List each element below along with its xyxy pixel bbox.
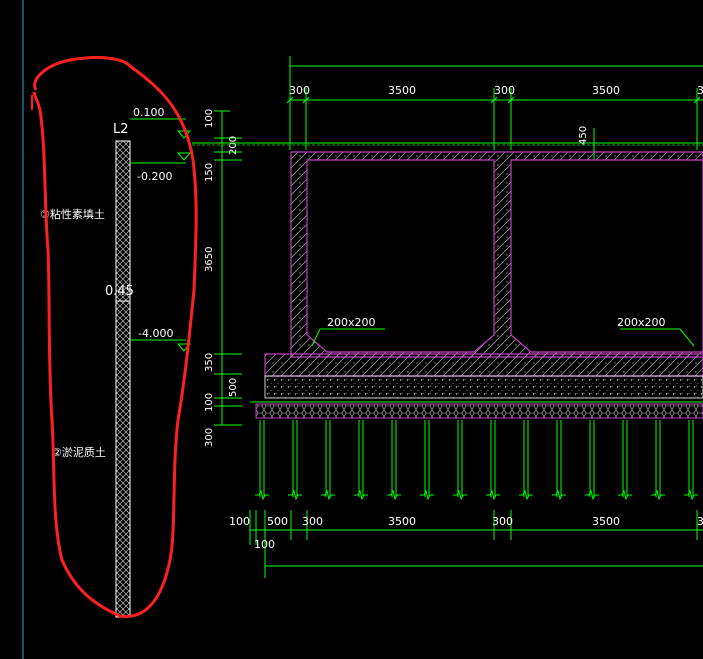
pile xyxy=(519,420,533,501)
pile xyxy=(651,420,665,501)
elevation-2: -0.200 xyxy=(137,170,172,183)
elevation-top: 0.100 xyxy=(133,106,165,119)
red-annotation-loop xyxy=(32,56,198,618)
elevation-3: -4.000 xyxy=(138,327,173,340)
vdim-4: 3650 xyxy=(204,247,215,272)
bottom-dim-4: 300 xyxy=(492,515,513,528)
pile xyxy=(585,420,599,501)
bottom-dim-5: 3500 xyxy=(592,515,620,528)
borehole-lower-fill xyxy=(115,300,131,618)
pile xyxy=(453,420,467,501)
vdim-5: 350 xyxy=(204,353,215,372)
cell-1 xyxy=(306,159,495,353)
top-dim-4: 3500 xyxy=(592,84,620,97)
culvert-section: 450 200x200 200x200 xyxy=(192,126,703,501)
bottom-dim-6: 3 xyxy=(697,515,703,528)
vdim-8: 300 xyxy=(204,428,215,447)
vdim-7: 100 xyxy=(204,393,215,412)
bottom-dim-3: 3500 xyxy=(388,515,416,528)
borehole-scale: 0.45 xyxy=(105,284,134,299)
pile xyxy=(354,420,368,501)
bottom-dim-1: 500 xyxy=(267,515,288,528)
borehole-id: L2 xyxy=(113,122,129,137)
top-dimension-chain: 300 3500 300 3500 3 xyxy=(286,56,703,150)
bottom-dim-2: 300 xyxy=(302,515,323,528)
cover-label: 450 xyxy=(578,126,589,145)
bottom-dimension-chain: 100 500 300 3500 300 3500 3 100 xyxy=(229,510,703,578)
pile xyxy=(684,420,698,501)
pile xyxy=(486,420,500,501)
pile xyxy=(552,420,566,501)
soil-layer-1: ①粘性素填土 xyxy=(40,207,105,221)
haunch-label-2: 200x200 xyxy=(617,316,666,329)
borehole-upper-fill xyxy=(115,140,131,302)
top-dim-2: 3500 xyxy=(388,84,416,97)
vdim-3: 150 xyxy=(204,163,215,182)
vdim-6: 500 xyxy=(228,378,239,397)
pile xyxy=(321,420,335,501)
pile xyxy=(255,420,269,501)
top-dim-3: 300 xyxy=(494,84,515,97)
vdim-1: 100 xyxy=(204,109,215,128)
top-dim-1: 300 xyxy=(289,84,310,97)
bottom-dim-7: 100 xyxy=(254,538,275,551)
pile xyxy=(420,420,434,501)
pile xyxy=(387,420,401,501)
haunch-label-1: 200x200 xyxy=(327,316,376,329)
vertical-dimension-chain: 100 200 150 3650 350 500 100 300 xyxy=(204,109,242,447)
pile xyxy=(618,420,632,501)
borehole-column: L2 0.100 -0.200 -4.000 0.45 ①粘性素填土 ②淤泥质土 xyxy=(40,106,192,618)
top-dim-5: 3 xyxy=(697,84,703,97)
pile-row xyxy=(255,420,698,501)
bottom-dim-0: 100 xyxy=(229,515,250,528)
soil-layer-2: ②淤泥质土 xyxy=(52,446,106,459)
pile xyxy=(288,420,302,501)
cell-2 xyxy=(510,159,703,353)
